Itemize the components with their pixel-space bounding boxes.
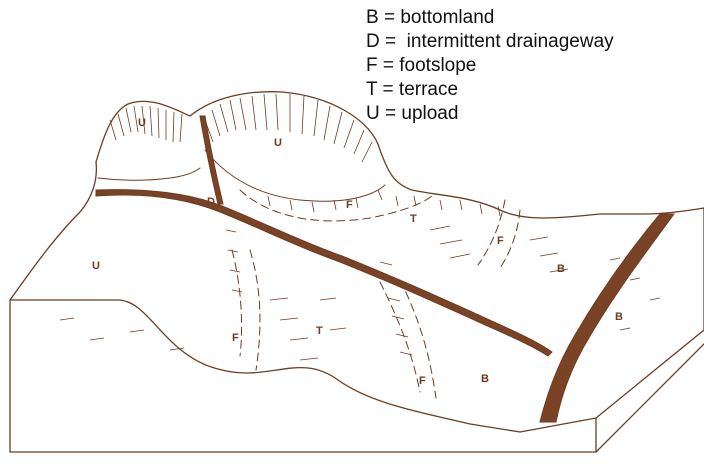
zone-label-u-left: U: [92, 260, 100, 272]
footslope-boundary-left-2: [250, 250, 260, 370]
drainageway-upper: [200, 116, 223, 204]
block-front-face: [10, 300, 596, 452]
river-channel: [540, 214, 674, 422]
block-right-face: [596, 344, 704, 452]
zone-label-t-lower: T: [316, 325, 323, 337]
zone-label-d-junction: D: [207, 196, 215, 208]
zone-label-f-lower-left: F: [232, 332, 239, 344]
zone-label-t-upper: T: [410, 213, 417, 225]
zone-label-u-top-center: U: [274, 137, 282, 149]
zone-label-u-top-left: U: [138, 117, 146, 129]
knob-center-outline: [205, 150, 385, 201]
left-terrain-edge: [10, 162, 96, 300]
zone-label-b-far-right: B: [615, 311, 623, 323]
footslope-boundary-upper: [240, 190, 432, 221]
zone-label-b-right: B: [557, 263, 565, 275]
zone-label-f-upper: F: [346, 199, 353, 211]
zone-label-f-right: F: [497, 235, 504, 247]
knob-left-outline: [98, 168, 200, 180]
footslope-boundary-lower: [380, 282, 420, 392]
slope-hachures: [60, 94, 660, 360]
drainageway-main: [96, 190, 552, 356]
zone-label-f-lower: F: [419, 375, 426, 387]
zone-label-b-lower: B: [481, 373, 489, 385]
